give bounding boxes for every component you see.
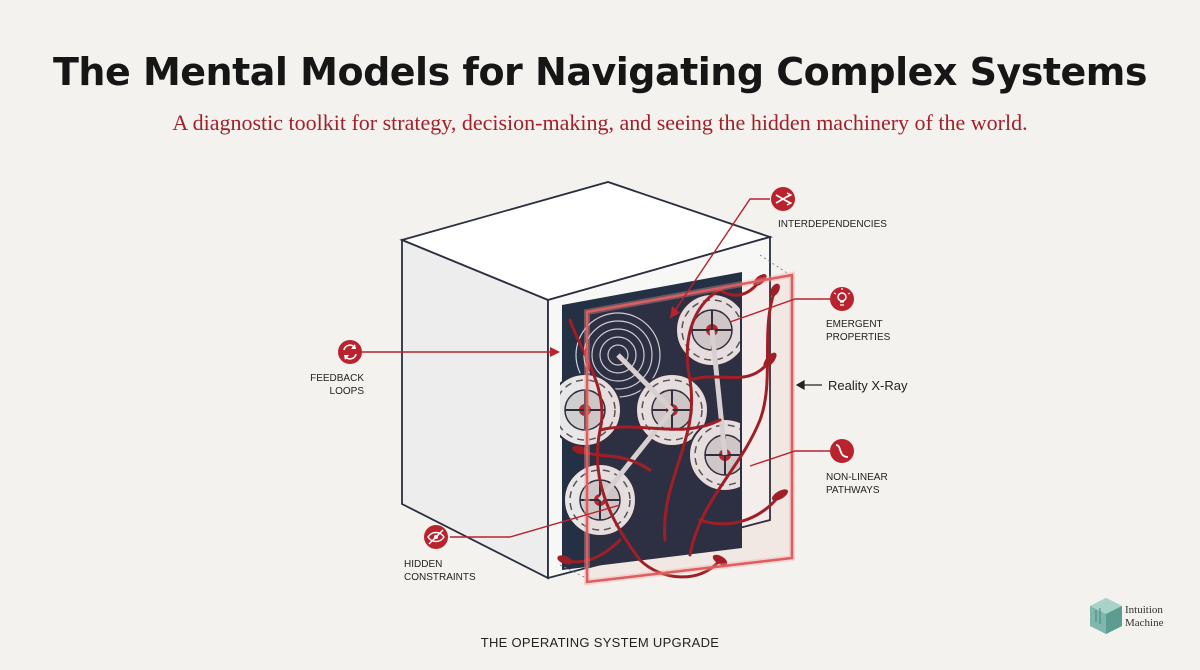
- label-nonlinear-line2: PATHWAYS: [826, 484, 888, 497]
- eye-slash-icon: [424, 525, 448, 549]
- logo-line2: Machine: [1125, 617, 1163, 630]
- label-reality-xray: Reality X-Ray: [828, 378, 907, 393]
- lightbulb-icon: [830, 287, 854, 311]
- shuffle-icon: [771, 187, 795, 211]
- label-nonlinear-line1: NON-LINEAR: [826, 471, 888, 484]
- curve-icon: [830, 439, 854, 463]
- label-emergent-properties: EMERGENT PROPERTIES: [826, 318, 890, 344]
- label-hidden-constraints: HIDDEN CONSTRAINTS: [404, 558, 476, 584]
- label-nonlinear-pathways: NON-LINEAR PATHWAYS: [826, 471, 888, 497]
- label-feedback-loops: FEEDBACK LOOPS: [292, 372, 364, 398]
- intuition-machine-logo: [1088, 596, 1124, 636]
- label-interdependencies: INTERDEPENDENCIES: [778, 218, 887, 231]
- label-feedback-line1: FEEDBACK: [292, 372, 364, 385]
- label-emergent-line1: EMERGENT: [826, 318, 890, 331]
- label-hidden-line1: HIDDEN: [404, 558, 476, 571]
- logo-text: Intuition Machine: [1125, 604, 1163, 630]
- label-feedback-line2: LOOPS: [292, 385, 364, 398]
- cycle-arrows-icon: [338, 340, 362, 364]
- cube-left-face: [402, 240, 548, 578]
- xray-frame: [587, 275, 792, 582]
- footer-text: THE OPERATING SYSTEM UPGRADE: [0, 635, 1200, 650]
- logo-line1: Intuition: [1125, 604, 1163, 617]
- label-emergent-line2: PROPERTIES: [826, 331, 890, 344]
- reality-xray-arrow: [797, 381, 822, 389]
- label-hidden-line2: CONSTRAINTS: [404, 571, 476, 584]
